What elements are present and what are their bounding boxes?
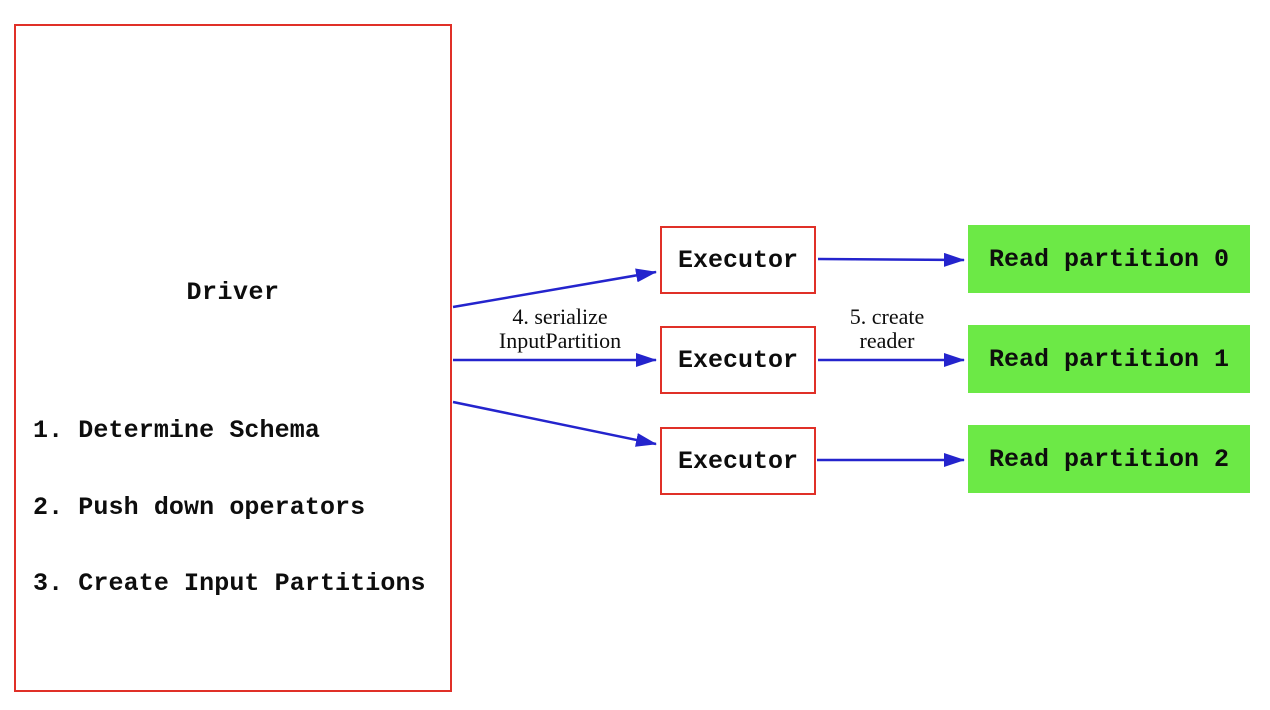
driver-steps-list: 1. Determine Schema 2. Push down operato… bbox=[33, 367, 426, 648]
read-partition-node-1: Read partition 1 bbox=[968, 325, 1250, 393]
executor-node-0: Executor bbox=[660, 226, 816, 294]
driver-node: Driver 1. Determine Schema 2. Push down … bbox=[14, 24, 452, 692]
read-partition-label: Read partition 2 bbox=[988, 444, 1230, 474]
read-partition-node-0: Read partition 0 bbox=[968, 225, 1250, 293]
edge-label-line: reader bbox=[859, 328, 915, 353]
driver-step-3: 3. Create Input Partitions bbox=[33, 569, 426, 598]
edge-driver-to-executor-2 bbox=[452, 400, 657, 447]
executor-label: Executor bbox=[677, 345, 799, 375]
edge-label-serialize-inputpartition: 4. serialize InputPartition bbox=[445, 305, 675, 353]
edge-label-line: 5. create bbox=[849, 304, 925, 329]
read-partition-node-2: Read partition 2 bbox=[968, 425, 1250, 493]
edge-label-line: InputPartition bbox=[498, 328, 622, 353]
driver-step-2: 2. Push down operators bbox=[33, 492, 366, 522]
executor-label: Executor bbox=[677, 446, 799, 476]
executor-node-2: Executor bbox=[660, 427, 816, 495]
edge-driver-to-executor-0 bbox=[452, 268, 657, 309]
driver-step-1: 1. Determine Schema bbox=[33, 416, 320, 445]
read-partition-label: Read partition 0 bbox=[988, 244, 1230, 274]
edge-label-create-reader: 5. create reader bbox=[787, 305, 987, 353]
driver-label: Driver bbox=[186, 278, 280, 307]
executor-label: Executor bbox=[677, 245, 799, 275]
edge-label-line: 4. serialize bbox=[512, 304, 608, 329]
read-partition-label: Read partition 1 bbox=[988, 344, 1230, 374]
edge-executor-0-to-partition-0 bbox=[817, 252, 965, 267]
executor-node-1: Executor bbox=[660, 326, 816, 394]
